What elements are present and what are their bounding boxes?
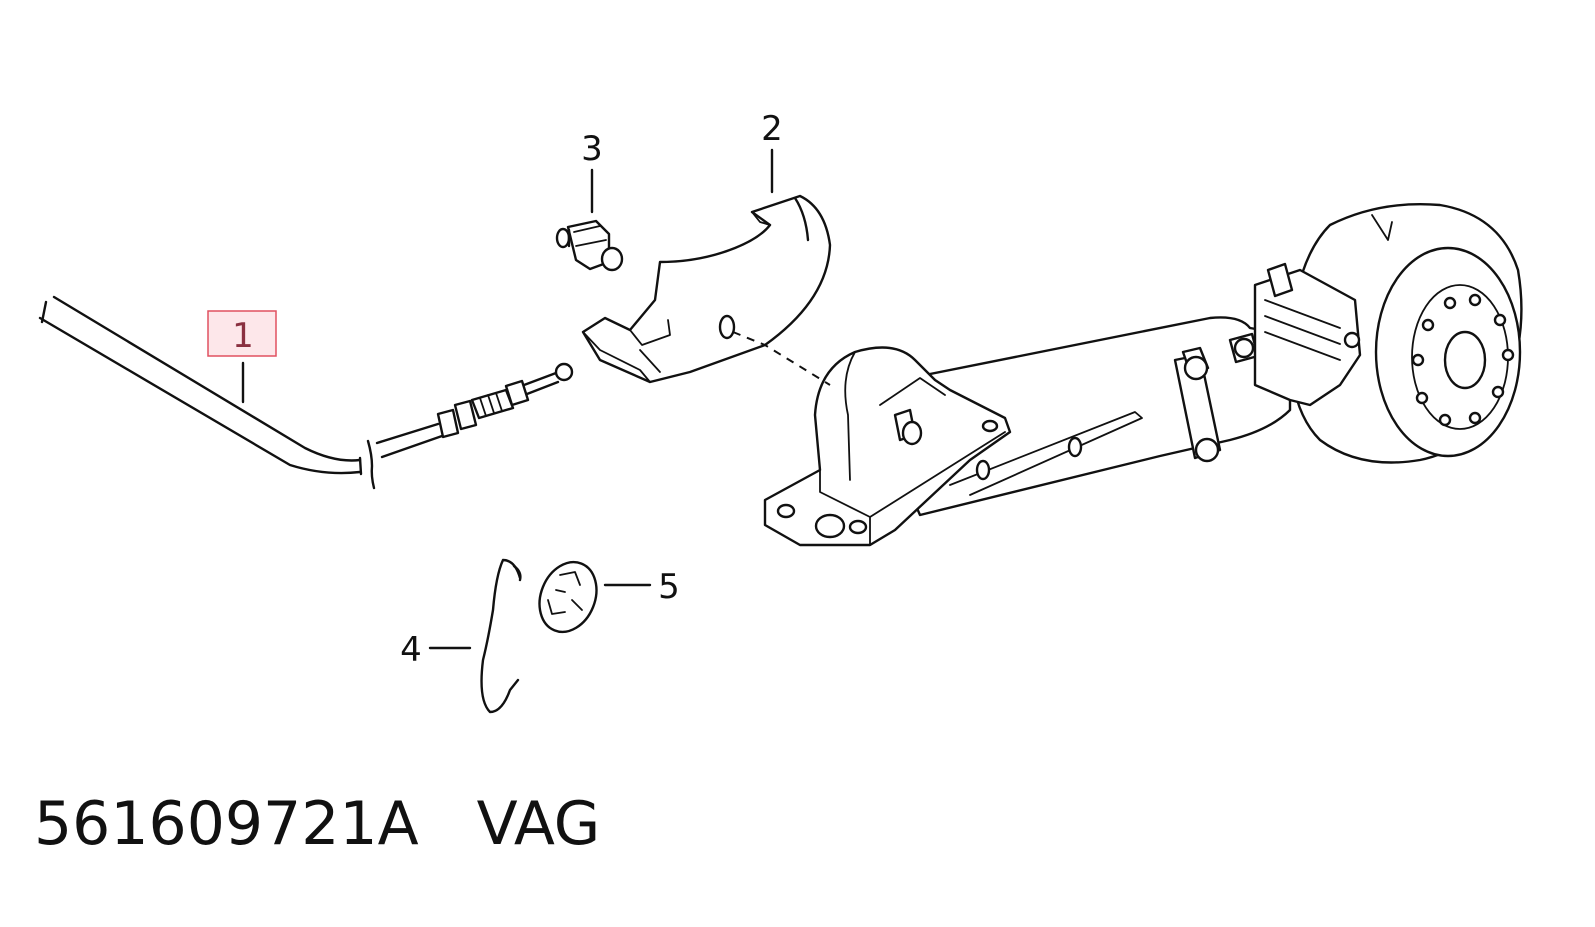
callout-leaders bbox=[241, 148, 774, 650]
callout-2[interactable]: 2 bbox=[761, 109, 783, 149]
alignment-line bbox=[732, 331, 831, 386]
wheel-bolt-holes bbox=[1411, 293, 1515, 427]
callout-1[interactable]: 1 bbox=[232, 316, 254, 356]
bolt[interactable] bbox=[555, 219, 624, 272]
callout-3[interactable]: 3 bbox=[581, 129, 603, 169]
callout-1-highlight bbox=[207, 310, 277, 357]
callout-5[interactable]: 5 bbox=[658, 567, 680, 607]
cable-bracket[interactable] bbox=[581, 194, 832, 384]
cap-grommet[interactable] bbox=[529, 554, 606, 641]
handbrake-cable[interactable] bbox=[38, 295, 574, 490]
brand-label: VAG bbox=[476, 789, 601, 859]
callout-4[interactable]: 4 bbox=[400, 630, 422, 670]
rear-axle-assembly bbox=[763, 202, 1523, 547]
part-number: 561609721A bbox=[34, 789, 419, 859]
retaining-clip[interactable] bbox=[480, 558, 522, 714]
